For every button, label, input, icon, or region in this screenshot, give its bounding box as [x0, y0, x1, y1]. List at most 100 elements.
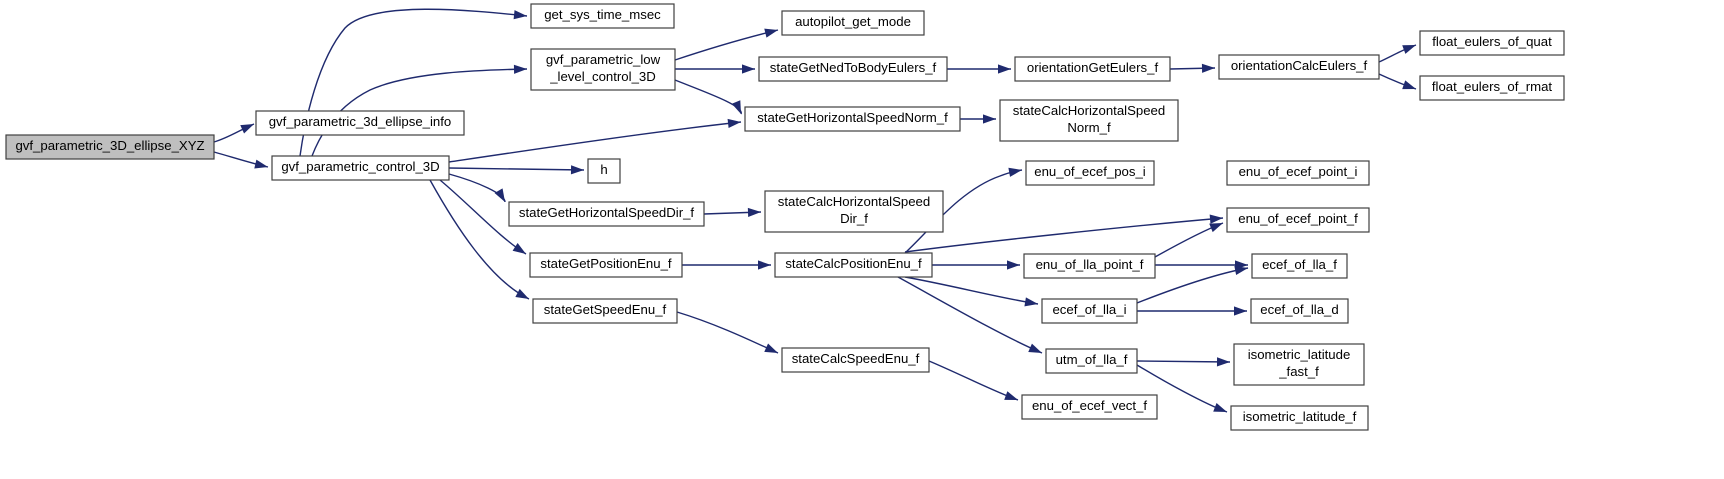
- node-box[interactable]: [1025, 160, 1155, 186]
- graph-node-utm-of-lla-f[interactable]: utm_of_lla_f: [1045, 348, 1138, 374]
- call-edge: [1136, 357, 1231, 367]
- graph-node-stategetpositionenu-f[interactable]: stateGetPositionEnu_f: [529, 252, 683, 278]
- graph-node-ecef-of-lla-i[interactable]: ecef_of_lla_i: [1041, 298, 1138, 324]
- call-edge: [904, 276, 1039, 307]
- arrow-head-icon: [494, 188, 505, 202]
- node-label: enu_of_lla_point_f: [1036, 257, 1144, 272]
- arrow-head-icon: [1216, 357, 1230, 367]
- graph-node-float-eulers-of-quat[interactable]: float_eulers_of_quat: [1419, 30, 1565, 56]
- graph-node-enu-of-lla-point-f[interactable]: enu_of_lla_point_f: [1023, 253, 1156, 279]
- arrow-head-icon: [1024, 297, 1038, 307]
- node-box[interactable]: [764, 190, 944, 233]
- graph-node-stategethorizontalspeednorm-f[interactable]: stateGetHorizontalSpeedNorm_f: [744, 106, 961, 132]
- graph-node-enu-of-ecef-point-i[interactable]: enu_of_ecef_point_i: [1226, 160, 1370, 186]
- call-edge: [904, 214, 1224, 253]
- call-edge: [676, 311, 779, 354]
- arrow-head-icon: [764, 343, 778, 353]
- node-box[interactable]: [508, 201, 705, 227]
- node-label: stateGetHorizontalSpeedDir_f: [519, 205, 695, 220]
- graph-node-isometric-latitude-fast-f[interactable]: isometric_latitude_fast_f: [1233, 343, 1365, 386]
- arrow-head-icon: [513, 10, 527, 20]
- arrow-head-icon: [1201, 63, 1215, 73]
- call-edge: [960, 114, 996, 124]
- graph-node-enu-of-ecef-vect-f[interactable]: enu_of_ecef_vect_f: [1021, 394, 1158, 420]
- node-box[interactable]: [1233, 343, 1365, 386]
- node-box[interactable]: [5, 134, 215, 160]
- arrow-head-icon: [1209, 223, 1223, 233]
- call-edge: [311, 64, 528, 157]
- node-box[interactable]: [529, 252, 683, 278]
- arrow-head-icon: [240, 124, 254, 134]
- node-label: h: [600, 162, 607, 177]
- graph-node-h[interactable]: h: [587, 158, 621, 184]
- node-box[interactable]: [255, 110, 465, 136]
- graph-node-stategetnedtobodyeulers-f[interactable]: stateGetNedToBodyEulers_f: [758, 56, 948, 82]
- graph-node-autopilot-get-mode[interactable]: autopilot_get_mode: [781, 10, 925, 36]
- graph-node-ecef-of-lla-f[interactable]: ecef_of_lla_f: [1251, 253, 1348, 279]
- arrow-head-icon: [1402, 45, 1416, 54]
- node-box[interactable]: [1023, 253, 1156, 279]
- graph-node-statecalcpositionenu-f[interactable]: stateCalcPositionEnu_f: [774, 252, 933, 278]
- graph-node-ecef-of-lla-d[interactable]: ecef_of_lla_d: [1250, 298, 1349, 324]
- node-box[interactable]: [758, 56, 948, 82]
- graph-node-enu-of-ecef-point-f[interactable]: enu_of_ecef_point_f: [1226, 207, 1370, 233]
- node-box[interactable]: [587, 158, 621, 184]
- node-label: stateGetSpeedEnu_f: [544, 302, 667, 317]
- arrow-head-icon: [1209, 214, 1223, 224]
- call-edge: [703, 207, 762, 218]
- graph-node-float-eulers-of-rmat[interactable]: float_eulers_of_rmat: [1419, 75, 1565, 101]
- graph-node-gvf-parametric-3d-ellipse-xyz[interactable]: gvf_parametric_3D_ellipse_XYZ: [5, 134, 215, 160]
- node-label: autopilot_get_mode: [795, 14, 911, 29]
- graph-node-enu-of-ecef-pos-i[interactable]: enu_of_ecef_pos_i: [1025, 160, 1155, 186]
- node-label: isometric_latitude_fast_f: [1248, 347, 1351, 379]
- node-label: gvf_parametric_control_3D: [281, 159, 439, 174]
- node-box[interactable]: [1014, 56, 1171, 82]
- arrow-head-icon: [727, 118, 741, 129]
- call-edge: [904, 167, 1023, 254]
- node-box[interactable]: [781, 10, 925, 36]
- node-box[interactable]: [1226, 207, 1370, 233]
- graph-node-orientationcalceulers-f[interactable]: orientationCalcEulers_f: [1218, 54, 1380, 80]
- graph-node-isometric-latitude-f[interactable]: isometric_latitude_f: [1230, 405, 1369, 431]
- node-box[interactable]: [1230, 405, 1369, 431]
- node-label: ecef_of_lla_i: [1052, 302, 1126, 317]
- node-box[interactable]: [1226, 160, 1370, 186]
- arrow-head-icon: [515, 288, 529, 299]
- node-box[interactable]: [1250, 298, 1349, 324]
- node-box[interactable]: [1419, 75, 1565, 101]
- node-box[interactable]: [1218, 54, 1380, 80]
- call-edge: [439, 179, 527, 255]
- node-box[interactable]: [1045, 348, 1138, 374]
- call-edge: [429, 179, 530, 300]
- call-edge: [682, 260, 771, 270]
- graph-node-gvf-parametric-control-3d[interactable]: gvf_parametric_control_3D: [271, 155, 450, 181]
- call-edge: [1154, 222, 1224, 258]
- graph-node-orientationgeteulers-f[interactable]: orientationGetEulers_f: [1014, 56, 1171, 82]
- arrow-head-icon: [1234, 306, 1247, 316]
- node-box[interactable]: [774, 252, 933, 278]
- graph-node-stategethorizontalspeeddir-f[interactable]: stateGetHorizontalSpeedDir_f: [508, 201, 705, 227]
- call-edge: [213, 123, 255, 143]
- node-box[interactable]: [781, 347, 930, 373]
- call-edge: [928, 360, 1019, 401]
- graph-node-stategetspeedenu-f[interactable]: stateGetSpeedEnu_f: [532, 298, 678, 324]
- graph-node-statecalcspeedenu-f[interactable]: stateCalcSpeedEnu_f: [781, 347, 930, 373]
- node-box[interactable]: [530, 48, 676, 91]
- node-box[interactable]: [1041, 298, 1138, 324]
- graph-node-gvf-parametric-3d-ellipse-info[interactable]: gvf_parametric_3d_ellipse_info: [255, 110, 465, 136]
- graph-node-get-sys-time-msec[interactable]: get_sys_time_msec: [530, 3, 675, 29]
- graph-node-gvf-parametric-low-level-control-3d[interactable]: gvf_parametric_low_level_control_3D: [530, 48, 676, 91]
- node-box[interactable]: [744, 106, 961, 132]
- node-box[interactable]: [532, 298, 678, 324]
- node-box[interactable]: [271, 155, 450, 181]
- node-box[interactable]: [999, 99, 1179, 142]
- node-box[interactable]: [1251, 253, 1348, 279]
- node-box[interactable]: [1419, 30, 1565, 56]
- edges-layer: [213, 8, 1417, 413]
- node-box[interactable]: [530, 3, 675, 29]
- call-edge: [897, 276, 1043, 354]
- node-box[interactable]: [1021, 394, 1158, 420]
